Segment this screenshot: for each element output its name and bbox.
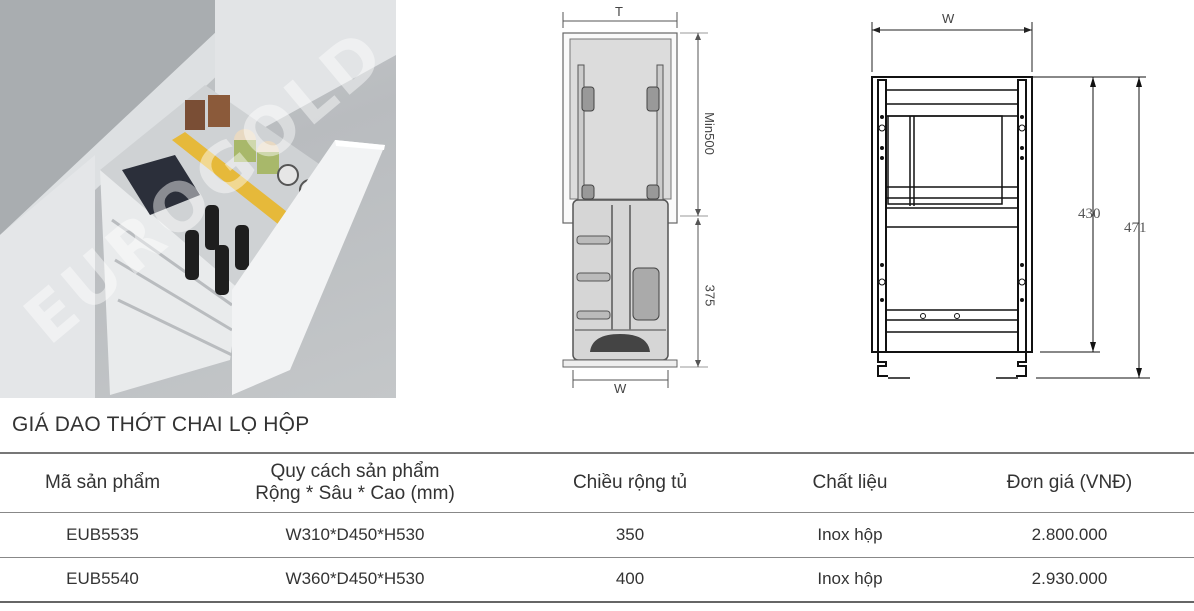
table-row: EUB5540 W360*D450*H530 400 Inox hộp 2.93… (0, 557, 1194, 603)
cell-product-code: EUB5540 (0, 557, 205, 603)
cell-unit-price: 2.930.000 (945, 557, 1194, 603)
header-cabinet-width: Chiều rộng tủ (505, 452, 755, 513)
header-material: Chất liệu (755, 452, 945, 513)
cell-material: Inox hộp (755, 512, 945, 558)
cell-specification: W360*D450*H530 (205, 557, 505, 603)
dimension-471-label: 471 (1124, 220, 1147, 236)
header-unit-price: Đơn giá (VNĐ) (945, 452, 1194, 513)
dimension-430-label: 430 (1078, 206, 1101, 222)
product-illustration (0, 0, 396, 398)
cell-product-code: EUB5535 (0, 512, 205, 558)
front-technical-drawing: W 430 471 (850, 0, 1194, 400)
cell-unit-price: 2.800.000 (945, 512, 1194, 558)
side-drawing-lines (562, 12, 708, 388)
dimension-w-label: W (942, 11, 955, 26)
table-header-row: Mã sản phẩm Quy cách sản phẩm Rộng * Sâu… (0, 452, 1194, 513)
table-row: EUB5535 W310*D450*H530 350 Inox hộp 2.80… (0, 512, 1194, 558)
side-technical-drawing: T Min500 375 W (540, 0, 760, 400)
header-product-code: Mã sản phẩm (0, 452, 205, 513)
product-photo: EUROGOLD (0, 0, 396, 398)
dimension-375-label: 375 (702, 284, 718, 307)
dimension-min500-label: Min500 (701, 112, 717, 155)
header-specification: Quy cách sản phẩm Rộng * Sâu * Cao (mm) (205, 452, 505, 513)
cell-cabinet-width: 400 (505, 557, 755, 603)
cell-specification: W310*D450*H530 (205, 512, 505, 558)
dimension-w-label: W (614, 381, 627, 396)
cell-material: Inox hộp (755, 557, 945, 603)
dimension-t-label: T (615, 4, 623, 19)
front-drawing-lines (871, 22, 1150, 379)
price-table: Mã sản phẩm Quy cách sản phẩm Rộng * Sâu… (0, 452, 1194, 603)
product-category-title: GIÁ DAO THỚT CHAI LỌ HỘP (12, 413, 310, 436)
cell-cabinet-width: 350 (505, 512, 755, 558)
